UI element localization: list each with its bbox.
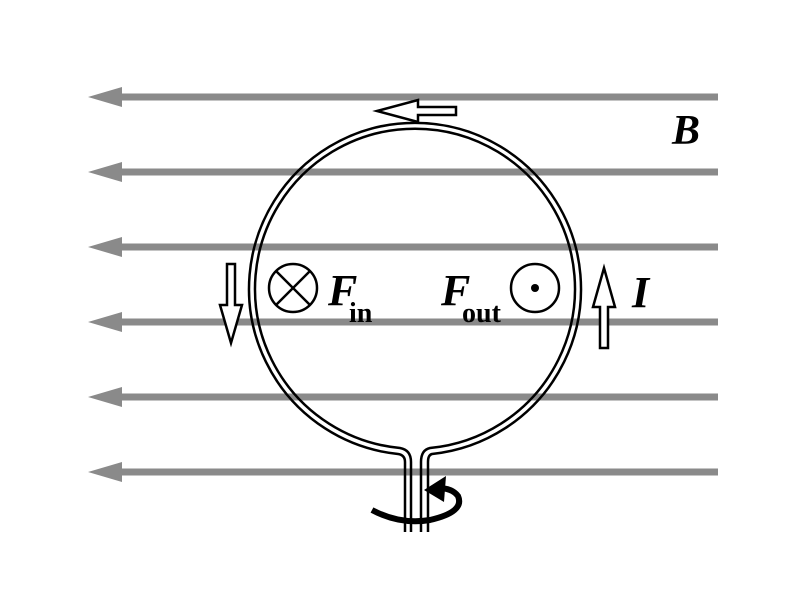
field-line [88,462,718,482]
loop-inner-wire [253,127,577,532]
field-arrowhead [88,162,122,182]
field-line [88,87,718,107]
magnetic-field-lines [88,87,718,482]
current-arrow-top [372,98,458,124]
loop-outer-wire [247,121,583,532]
rotation-arrow [370,476,463,525]
current-arrow-right-up [591,263,617,350]
field-arrowhead [88,237,122,257]
force-out-of-page-icon [509,262,561,314]
field-arrowhead [88,387,122,407]
field-line [88,312,718,332]
field-line [88,237,718,257]
force-out-label: F [440,266,470,315]
field-arrowhead [88,87,122,107]
field-arrowhead [88,312,122,332]
field-line [88,162,718,182]
force-into-page-icon [267,262,319,314]
current-label: I [631,268,651,317]
field-line [88,387,718,407]
current-loop [247,121,583,532]
force-out-subscript: out [462,298,502,329]
force-in-label: F [327,266,357,315]
field-arrowhead [88,462,122,482]
field-label: B [671,108,700,154]
force-in-subscript: in [349,298,373,329]
current-arrow-left-down [218,262,244,348]
